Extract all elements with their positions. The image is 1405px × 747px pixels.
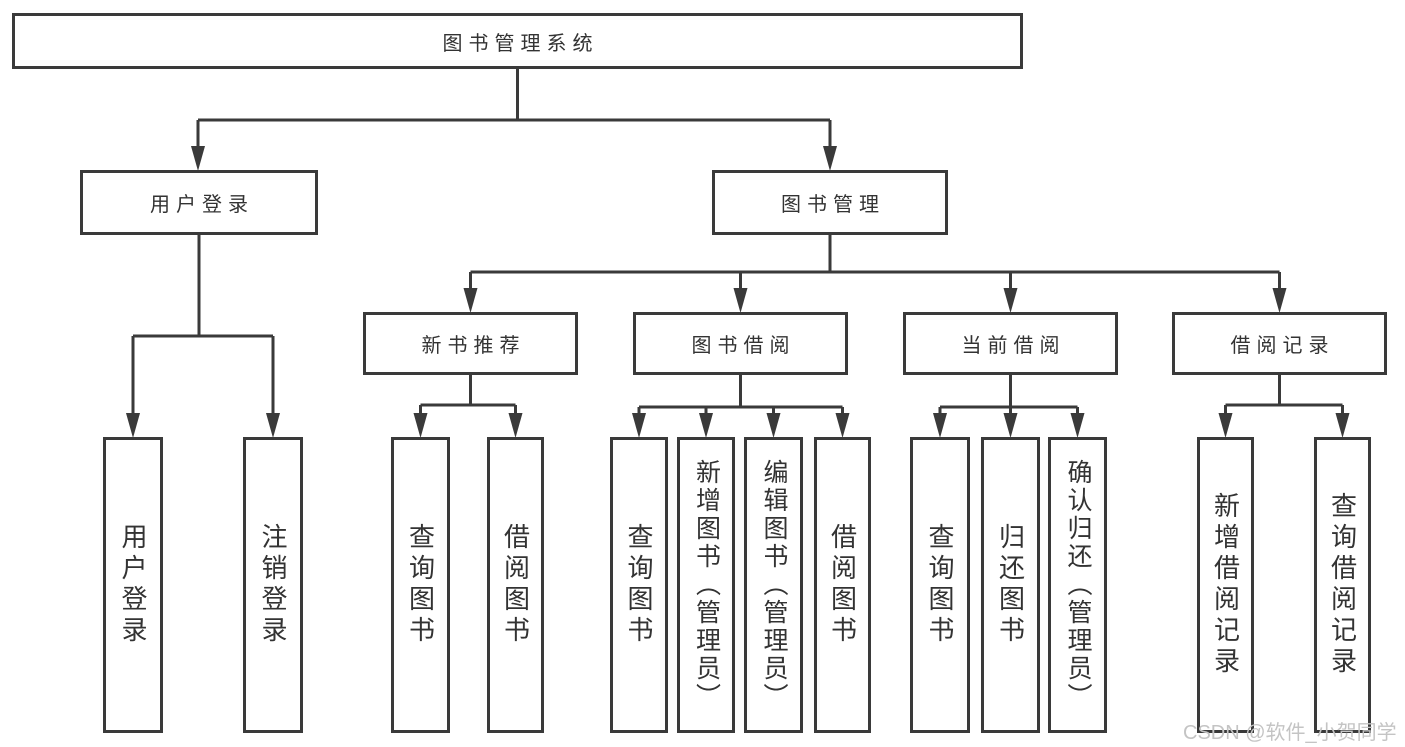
node-book-borrow-label: 图书借阅: [691, 335, 796, 357]
leaf-borrow-book-label: 借阅图书: [827, 523, 858, 647]
connector-borrowrecord-to-leaves: [1218, 375, 1350, 438]
leaf-user-login-label: 用户登录: [118, 523, 148, 647]
connector-bookborrow-to-leaves: [632, 375, 850, 438]
leaf-query-books-borrow: 查询图书: [610, 437, 668, 733]
node-borrow-records-label: 借阅记录: [1230, 335, 1335, 357]
leaf-add-borrow-record: 新增借阅记录: [1197, 437, 1254, 733]
node-new-book-recommend: 新书推荐: [363, 312, 578, 375]
leaf-confirm-return-admin: 确认归还（管理员）: [1048, 437, 1107, 733]
leaf-logout-login-label: 注销登录: [258, 523, 288, 647]
csdn-watermark: CSDN @软件_小贺同学: [1183, 722, 1397, 744]
leaf-query-books-borrow-label: 查询图书: [624, 523, 654, 647]
leaf-borrow-books-recommend-label: 借阅图书: [500, 523, 531, 647]
node-book-management-label: 图书管理: [781, 194, 885, 216]
node-current-borrow: 当前借阅: [903, 312, 1118, 375]
node-user-login: 用户登录: [80, 170, 318, 235]
leaf-edit-book-admin-label: 编辑图书（管理员）: [760, 459, 788, 711]
node-book-borrow: 图书借阅: [633, 312, 848, 375]
connector-newbook-to-leaves: [413, 375, 523, 438]
leaf-borrow-books-recommend: 借阅图书: [487, 437, 544, 733]
leaf-query-books-current-label: 查询图书: [925, 523, 955, 647]
node-root-label: 图书管理系统: [442, 32, 599, 55]
leaf-add-borrow-record-label: 新增借阅记录: [1210, 492, 1241, 678]
leaf-edit-book-admin: 编辑图书（管理员）: [744, 437, 803, 733]
leaf-return-book: 归还图书: [981, 437, 1040, 733]
leaf-add-book-admin-label: 新增图书（管理员）: [692, 459, 721, 711]
leaf-query-books-current: 查询图书: [910, 437, 970, 733]
leaf-user-login: 用户登录: [103, 437, 163, 733]
leaf-query-books-recommend-label: 查询图书: [405, 523, 436, 647]
leaf-query-books-recommend: 查询图书: [391, 437, 450, 733]
leaf-confirm-return-admin-label: 确认归还（管理员）: [1064, 459, 1092, 711]
leaf-query-borrow-record: 查询借阅记录: [1314, 437, 1371, 733]
node-new-book-recommend-label: 新书推荐: [421, 335, 526, 357]
connector-userlogin-to-leaves: [126, 234, 280, 438]
connector-root-to-level2: [191, 68, 837, 171]
leaf-borrow-book: 借阅图书: [814, 437, 871, 733]
leaf-query-borrow-record-label: 查询借阅记录: [1327, 492, 1358, 678]
node-root-system: 图书管理系统: [12, 13, 1023, 69]
node-borrow-records: 借阅记录: [1172, 312, 1387, 375]
leaf-return-book-label: 归还图书: [995, 523, 1026, 647]
connector-currentborrow-to-leaves: [933, 375, 1085, 438]
node-book-management: 图书管理: [712, 170, 948, 235]
leaf-add-book-admin: 新增图书（管理员）: [677, 437, 735, 733]
node-current-borrow-label: 当前借阅: [961, 335, 1066, 357]
connector-bookmgmt-to-level3: [463, 234, 1287, 313]
node-user-login-label: 用户登录: [150, 194, 254, 216]
leaf-logout-login: 注销登录: [243, 437, 303, 733]
